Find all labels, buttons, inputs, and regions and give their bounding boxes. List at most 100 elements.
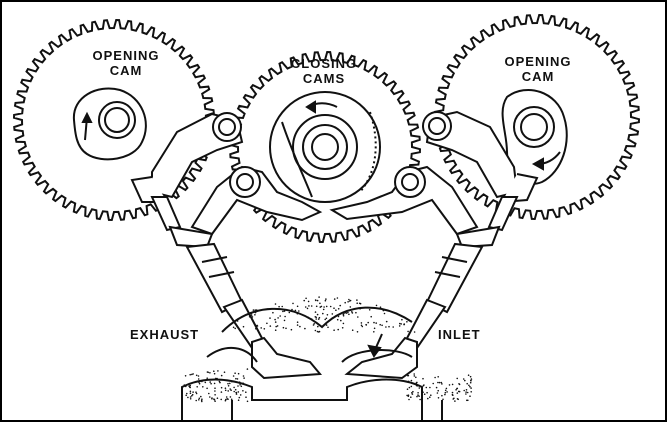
stipple-dot	[314, 329, 317, 332]
stipple-dot	[237, 399, 240, 402]
stipple-dot	[303, 299, 306, 302]
stipple-dot	[313, 323, 316, 325]
inlet-valve	[344, 196, 519, 380]
stipple-dot	[233, 380, 235, 383]
stipple-dot	[191, 393, 194, 396]
stipple-dot	[318, 330, 321, 333]
opening-cam-left-label: OPENING CAM	[76, 48, 176, 78]
stipple-dot	[200, 395, 202, 398]
stipple-dot	[189, 386, 191, 388]
stipple-dot	[220, 391, 223, 393]
stipple-dot	[467, 374, 470, 377]
stipple-dot	[220, 386, 223, 389]
stipple-dot	[216, 397, 219, 400]
stipple-dot	[235, 391, 238, 394]
stipple-dot	[187, 396, 189, 399]
stipple-dot	[446, 391, 448, 393]
stipple-dot	[403, 323, 405, 326]
stipple-dot	[263, 328, 266, 330]
stipple-dot	[274, 303, 277, 305]
stipple-dot	[417, 392, 419, 394]
stipple-dot	[305, 297, 307, 300]
stipple-dot	[284, 315, 286, 318]
stipple-dot	[456, 387, 458, 390]
stipple-dot	[254, 314, 256, 316]
stipple-dot	[408, 398, 410, 401]
stipple-dot	[224, 389, 227, 392]
stipple-dot	[192, 391, 194, 393]
stipple-dot	[250, 314, 253, 316]
stipple-dot	[199, 380, 201, 383]
stipple-dot	[274, 321, 277, 323]
stipple-dot	[279, 315, 282, 317]
stipple-dot	[246, 368, 249, 370]
stipple-dot	[385, 320, 388, 323]
stipple-dot	[183, 384, 186, 386]
stipple-dot	[467, 399, 469, 402]
stipple-dot	[437, 381, 439, 384]
stipple-dot	[324, 299, 327, 302]
stipple-dot	[456, 377, 459, 380]
stipple-dot	[317, 325, 319, 328]
stipple-dot	[469, 375, 472, 378]
stipple-dot	[229, 388, 231, 390]
stipple-dot	[434, 376, 436, 379]
stipple-dot	[440, 381, 443, 384]
stipple-dot	[331, 313, 334, 315]
stipple-dot	[336, 318, 339, 321]
stipple-dot	[227, 382, 229, 385]
stipple-dot	[430, 394, 432, 397]
stipple-dot	[316, 313, 319, 316]
stipple-dot	[333, 307, 335, 310]
stipple-dot	[329, 305, 332, 308]
stipple-dot	[236, 378, 239, 380]
stipple-dot	[356, 331, 359, 333]
stipple-dot	[454, 400, 456, 402]
stipple-dot	[407, 330, 409, 333]
stipple-dot	[413, 373, 416, 375]
stipple-dot	[294, 309, 297, 312]
stipple-dot	[292, 310, 295, 313]
stipple-dot	[275, 325, 278, 328]
stipple-dot	[427, 397, 429, 400]
stipple-dot	[406, 394, 408, 397]
stipple-dot	[307, 316, 310, 319]
stipple-dot	[351, 312, 354, 314]
stipple-dot	[225, 396, 228, 398]
stipple-dot	[425, 386, 428, 389]
stipple-dot	[248, 316, 251, 318]
stipple-dot	[457, 390, 460, 393]
stipple-dot	[283, 310, 286, 312]
stipple-dot	[373, 327, 376, 330]
stipple-dot	[186, 392, 188, 395]
stipple-dot	[198, 381, 200, 384]
stipple-dot	[381, 324, 383, 327]
stipple-dot	[469, 395, 471, 398]
stipple-dot	[208, 392, 210, 395]
stipple-dot	[202, 386, 204, 388]
stipple-dot	[209, 381, 211, 383]
stipple-dot	[237, 391, 240, 393]
stipple-dot	[347, 301, 349, 303]
left-opening-cam	[72, 87, 147, 161]
stipple-dot	[422, 377, 424, 380]
stipple-dot	[254, 311, 257, 314]
stipple-dot	[417, 394, 419, 396]
stipple-dot	[185, 394, 187, 397]
stipple-dot	[277, 317, 279, 319]
stipple-dot	[333, 329, 335, 332]
stipple-dot	[347, 311, 349, 314]
stipple-dot	[245, 391, 247, 394]
stipple-dot	[260, 327, 263, 329]
stipple-dot	[285, 327, 287, 330]
stipple-dot	[456, 398, 459, 400]
stipple-dot	[318, 296, 320, 298]
stipple-dot	[204, 381, 207, 384]
stipple-dot	[306, 307, 309, 310]
stipple-dot	[292, 302, 294, 305]
stipple-dot	[455, 389, 457, 391]
stipple-dot	[410, 379, 413, 382]
stipple-dot	[348, 298, 350, 301]
stipple-dot	[316, 330, 319, 333]
stipple-dot	[458, 383, 460, 385]
